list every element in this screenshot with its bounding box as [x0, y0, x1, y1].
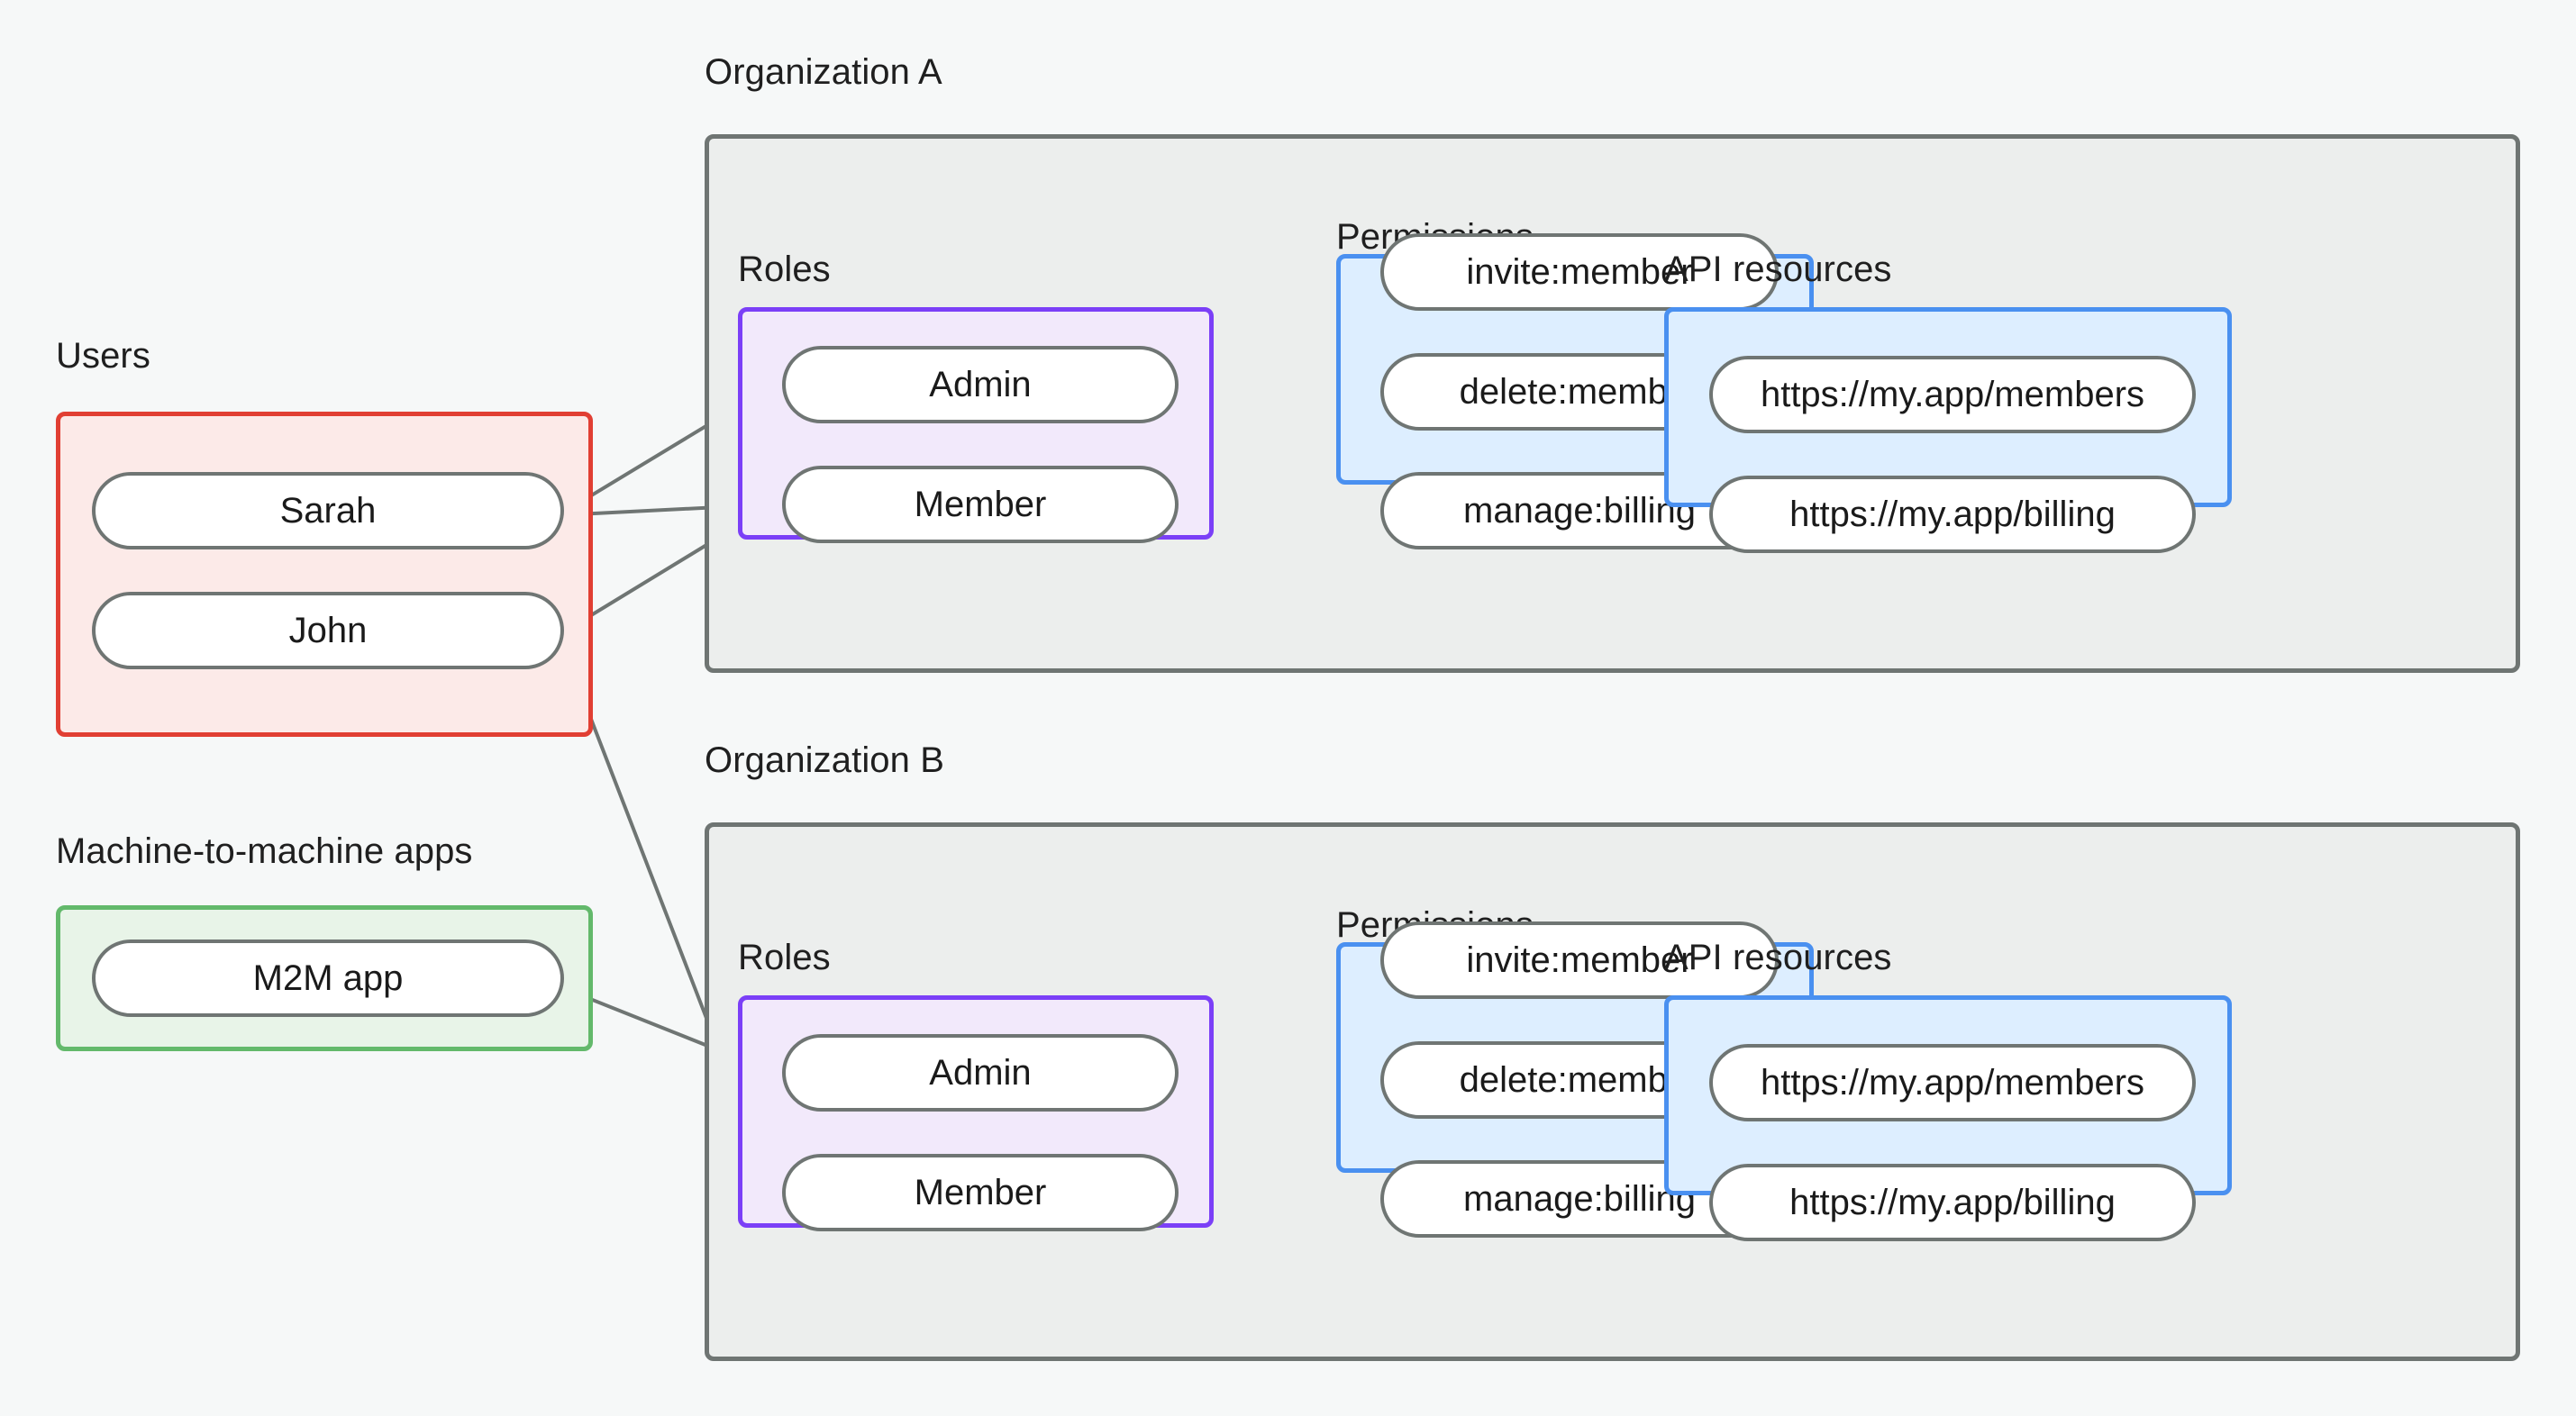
user-node-sarah[interactable]: Sarah [92, 472, 564, 549]
org-b-roles-caption: Roles [738, 938, 831, 977]
org-b-api-resources-caption: API resources [1664, 938, 1892, 977]
org-a-roles-caption: Roles [738, 250, 831, 289]
org-b-role-member[interactable]: Member [782, 1154, 1179, 1231]
org-b-roles-group: Admin Member [738, 995, 1214, 1231]
org-b-container: Roles Admin Member Permissions invite:me… [705, 822, 2520, 1361]
org-b-api-resource-members[interactable]: https://my.app/members [1709, 1044, 2196, 1121]
org-a-api-resource-billing[interactable]: https://my.app/billing [1709, 476, 2196, 553]
users-group: Sarah John [56, 412, 593, 737]
org-b-api-resource-billing[interactable]: https://my.app/billing [1709, 1164, 2196, 1241]
org-b-permissions-group: invite:member delete:member manage:billi… [1336, 921, 1814, 1238]
org-a-roles-group: Admin Member [738, 307, 1214, 543]
org-b-api-resources-group: https://my.app/members https://my.app/bi… [1664, 995, 2232, 1241]
org-a-role-member[interactable]: Member [782, 466, 1179, 543]
m2m-caption: Machine-to-machine apps [56, 831, 473, 871]
org-a-role-admin[interactable]: Admin [782, 346, 1179, 423]
org-a-permission-invite-member[interactable]: invite:member [1380, 233, 1779, 311]
org-a-caption: Organization A [705, 52, 942, 92]
user-node-john[interactable]: John [92, 592, 564, 669]
org-b-permission-manage-billing[interactable]: manage:billing [1380, 1160, 1779, 1238]
org-a-api-resources-caption: API resources [1664, 250, 1892, 289]
m2m-group: M2M app [56, 905, 593, 1051]
users-caption: Users [56, 336, 150, 376]
org-b-caption: Organization B [705, 740, 944, 780]
org-a-container: Roles Admin Member Permissions invite:me… [705, 134, 2520, 673]
org-b-permission-invite-member[interactable]: invite:member [1380, 921, 1779, 999]
org-a-api-resources-group: https://my.app/members https://my.app/bi… [1664, 307, 2232, 553]
org-b-role-admin[interactable]: Admin [782, 1034, 1179, 1112]
org-a-api-resource-members[interactable]: https://my.app/members [1709, 356, 2196, 433]
m2m-node-app[interactable]: M2M app [92, 939, 564, 1017]
